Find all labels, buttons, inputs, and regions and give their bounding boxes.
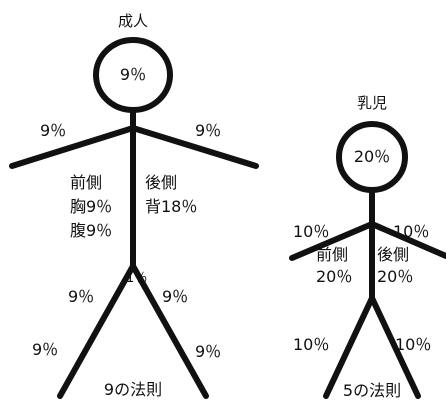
infant-leg-right bbox=[369, 295, 421, 399]
adult-arm-left-percent: 9％ bbox=[40, 121, 67, 140]
adult-back-label: 後側 bbox=[145, 173, 178, 192]
infant-head-percent: 20％ bbox=[353, 147, 391, 166]
adult-leg-left bbox=[57, 263, 136, 399]
infant-figure bbox=[289, 121, 446, 399]
infant-arm-left-percent: 10％ bbox=[293, 222, 330, 241]
adult-arm-right-percent: 9％ bbox=[195, 121, 222, 140]
adult-title: 成人 bbox=[117, 12, 148, 30]
adult-head-percent: 9％ bbox=[119, 65, 147, 84]
infant-front-value: 20％ bbox=[316, 267, 353, 286]
infant-leg-right-percent: 10％ bbox=[395, 335, 432, 354]
adult-back-value: 背18％ bbox=[145, 197, 198, 216]
infant-arm-left bbox=[289, 221, 375, 261]
adult-front-belly: 腹9％ bbox=[70, 221, 113, 240]
infant-arm-right bbox=[369, 221, 446, 259]
adult-front-label: 前側 bbox=[70, 173, 103, 192]
adult-leg-right bbox=[130, 263, 209, 399]
infant-arm-right-percent: 10％ bbox=[393, 222, 430, 241]
infant-leg-left bbox=[323, 295, 375, 399]
adult-leg-right-percent: 9％ bbox=[195, 342, 222, 361]
infant-back-label: 後側 bbox=[377, 245, 410, 264]
adult-front-chest: 胸9％ bbox=[70, 197, 113, 216]
adult-rule-label: 9の法則 bbox=[103, 380, 163, 399]
adult-arm-left bbox=[9, 125, 136, 169]
infant-title: 乳児 bbox=[356, 94, 387, 112]
adult-groin-percent: 1％ bbox=[126, 271, 148, 286]
infant-front-label: 前側 bbox=[316, 245, 349, 264]
infant-back-value: 20％ bbox=[377, 267, 414, 286]
adult-thigh-right-percent: 9％ bbox=[162, 287, 189, 306]
infant-leg-left-percent: 10％ bbox=[293, 335, 330, 354]
adult-figure bbox=[9, 37, 259, 399]
adult-thigh-left-percent: 9％ bbox=[68, 287, 95, 306]
infant-rule-label: 5の法則 bbox=[342, 381, 402, 400]
adult-leg-left-percent: 9％ bbox=[32, 340, 59, 359]
adult-arm-right bbox=[130, 125, 259, 169]
